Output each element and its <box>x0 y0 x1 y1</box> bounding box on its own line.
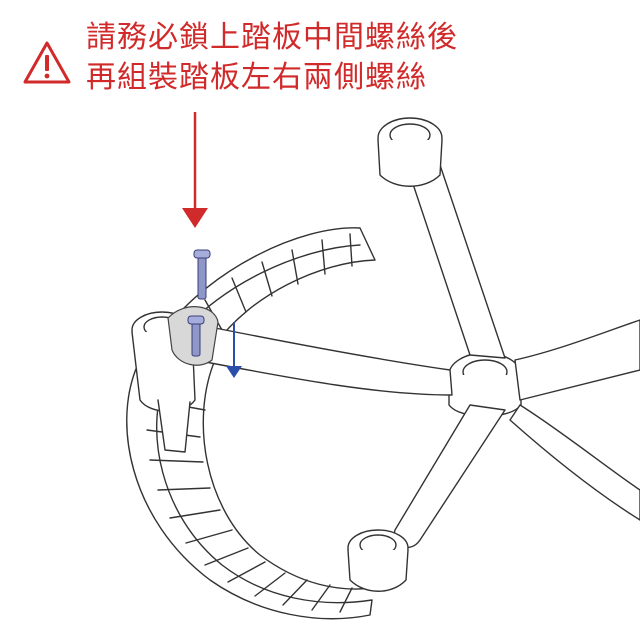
leg-arm-right <box>514 319 640 401</box>
warning-text: 請務必鎖上踏板中間螺絲後 再組裝踏板左右兩側螺絲 <box>86 18 458 98</box>
warning-line-2: 再組裝踏板左右兩側螺絲 <box>86 60 427 95</box>
warning-line-1: 請務必鎖上踏板中間螺絲後 <box>86 20 458 55</box>
blue-arrow <box>226 322 242 378</box>
leg-arm-back <box>408 156 506 359</box>
leg-arm-front <box>393 404 506 549</box>
warning-notice: 請務必鎖上踏板中間螺絲後 再組裝踏板左右兩側螺絲 <box>22 18 622 108</box>
ring-ribs <box>146 399 353 613</box>
warning-triangle-icon <box>23 41 71 84</box>
footrest-ring-upper <box>164 227 376 346</box>
footrest-ring <box>126 359 373 620</box>
screws <box>187 249 211 357</box>
red-arrow <box>182 112 208 228</box>
